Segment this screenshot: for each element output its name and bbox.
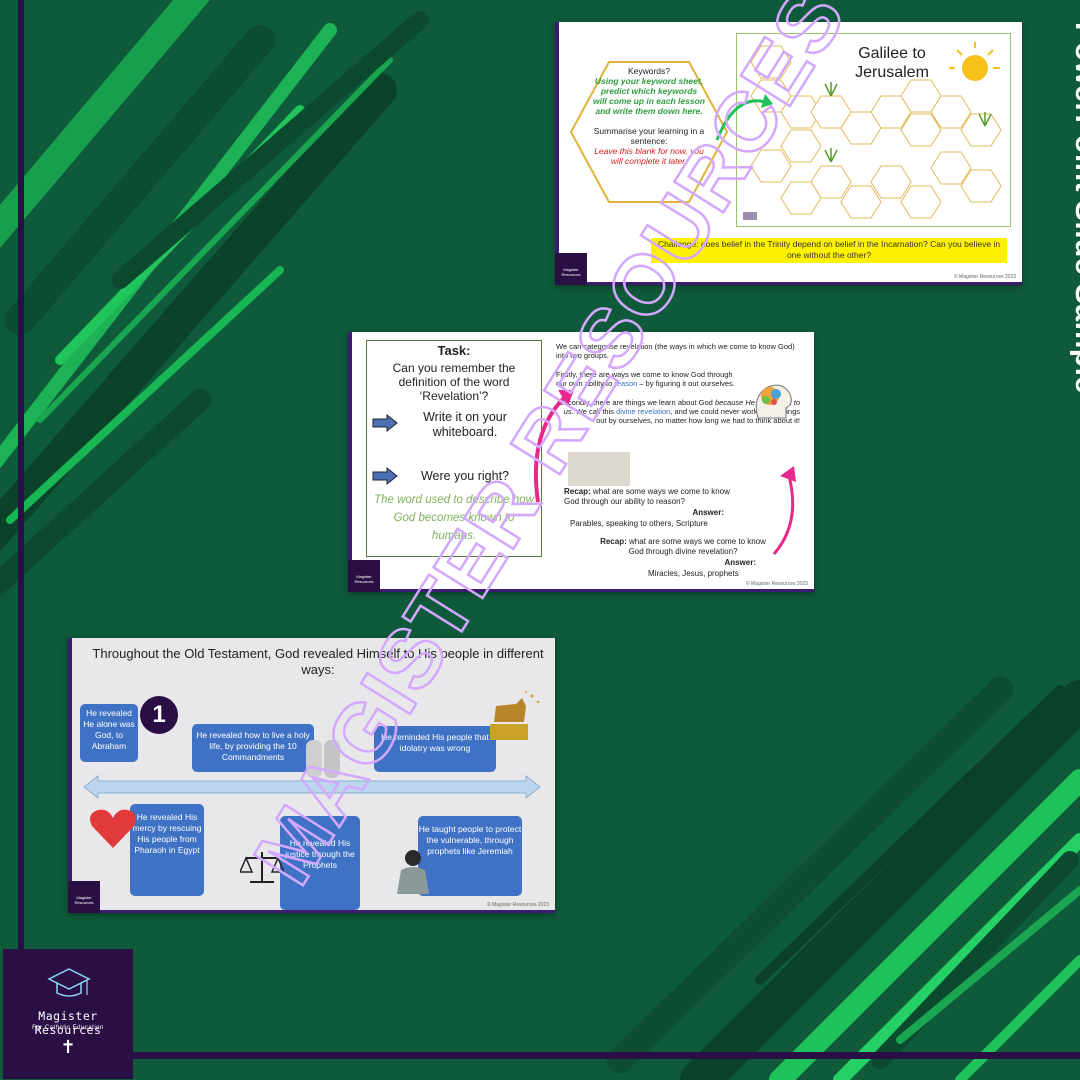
copyright: © Magister Resources 2023: [745, 581, 808, 587]
galilee-poster: Galilee to Jerusalem: [736, 33, 1011, 227]
honeycomb-icon: [743, 42, 1002, 220]
poster-title-line1: Galilee to: [858, 45, 926, 62]
task-step1: Write it on your whiteboard.: [423, 410, 507, 439]
copyright: © Magister Resources 2023: [486, 902, 549, 908]
bible-image: [568, 452, 630, 486]
graduation-cap-icon: [47, 968, 91, 997]
task-box: Task: Can you remember the definition of…: [366, 340, 542, 557]
scales-icon: [240, 852, 284, 883]
task-answer: The word used to describe how God become…: [374, 494, 534, 542]
number-badge: 1: [140, 696, 178, 734]
task-question: Can you remember the definition of the w…: [392, 361, 516, 403]
left-border-line: [18, 0, 24, 960]
magister-logo: Magister Resources For Catholic Educatio…: [3, 949, 133, 1079]
recap1-answer-label: Answer:: [692, 508, 724, 517]
bubble-jeremiah: He taught people to protect the vulnerab…: [418, 816, 522, 896]
bubble-justice: He revealed His justice through the Prop…: [280, 816, 360, 910]
arrow-right-icon: [372, 467, 398, 485]
keywords-hexagon: [569, 61, 729, 203]
logo-tagline: For Catholic Education: [32, 1025, 104, 1031]
arrow-icon: [715, 94, 773, 141]
revelation-text: We can categorise revelation (the ways i…: [556, 342, 800, 486]
slide-old-testament: Throughout the Old Testament, God reveal…: [68, 638, 555, 913]
cross-icon: ✝: [60, 1037, 76, 1057]
pink-arrow-icon: [533, 390, 574, 503]
timeline-arrow: [83, 774, 541, 800]
recap1-answer: Parables, speaking to others, Scripture: [570, 519, 708, 528]
stone-tablets-icon: [306, 740, 340, 778]
bottom-border-line: [130, 1052, 1080, 1059]
recap2: Recap: what are some ways we come to kno…: [600, 537, 766, 556]
slide-galilee-to-jerusalem: Keywords? Using your keyword sheet, pred…: [555, 22, 1022, 285]
challenge-banner: Challenge: does belief in the Trinity de…: [651, 238, 1007, 263]
copyright: © Magister Resources 2023: [953, 274, 1016, 280]
poster-title-line2: Jerusalem: [855, 64, 929, 81]
small-logo: Magister Resources: [348, 560, 380, 592]
page-title: PowerPoint Slide Sample: [1069, 22, 1080, 394]
task-step2: Were you right?: [420, 469, 509, 483]
recap1: Recap: what are some ways we come to kno…: [564, 487, 730, 506]
bubble-abraham: He revealed He alone was God, to Abraham: [80, 704, 138, 762]
logo-name: Magister Resources: [34, 1009, 102, 1037]
brain-icon: [755, 384, 792, 419]
slide3-title: Throughout the Old Testament, God reveal…: [92, 646, 544, 677]
summary-note: Leave this blank for now, you will compl…: [594, 146, 704, 166]
golden-calf-icon: [490, 691, 540, 740]
heart-icon: [90, 809, 136, 848]
summary-title: Summarise your learning in a sentence:: [593, 126, 705, 146]
recap2-answer-label: Answer:: [724, 558, 756, 567]
slide-revelation-task: Task: Can you remember the definition of…: [348, 332, 814, 592]
pink-arrow-icon: [772, 466, 796, 555]
bubble-commandments: He revealed how to live a holy life, by …: [192, 724, 314, 772]
small-logo: Magister Resources: [68, 881, 100, 913]
bubble-idolatry: He reminded His people that idolatry was…: [374, 726, 496, 772]
arrow-right-icon: [372, 414, 398, 432]
small-logo: Magister Resources: [555, 253, 587, 285]
keywords-instruction: Using your keyword sheet, predict which …: [593, 76, 705, 116]
recap2-answer: Miracles, Jesus, prophets: [648, 569, 739, 578]
task-label: Task:: [437, 343, 471, 358]
bubble-mercy: He revealed His mercy by rescuing His pe…: [130, 804, 204, 896]
sad-person-icon: [397, 850, 429, 894]
keywords-title: Keywords?: [627, 66, 671, 76]
